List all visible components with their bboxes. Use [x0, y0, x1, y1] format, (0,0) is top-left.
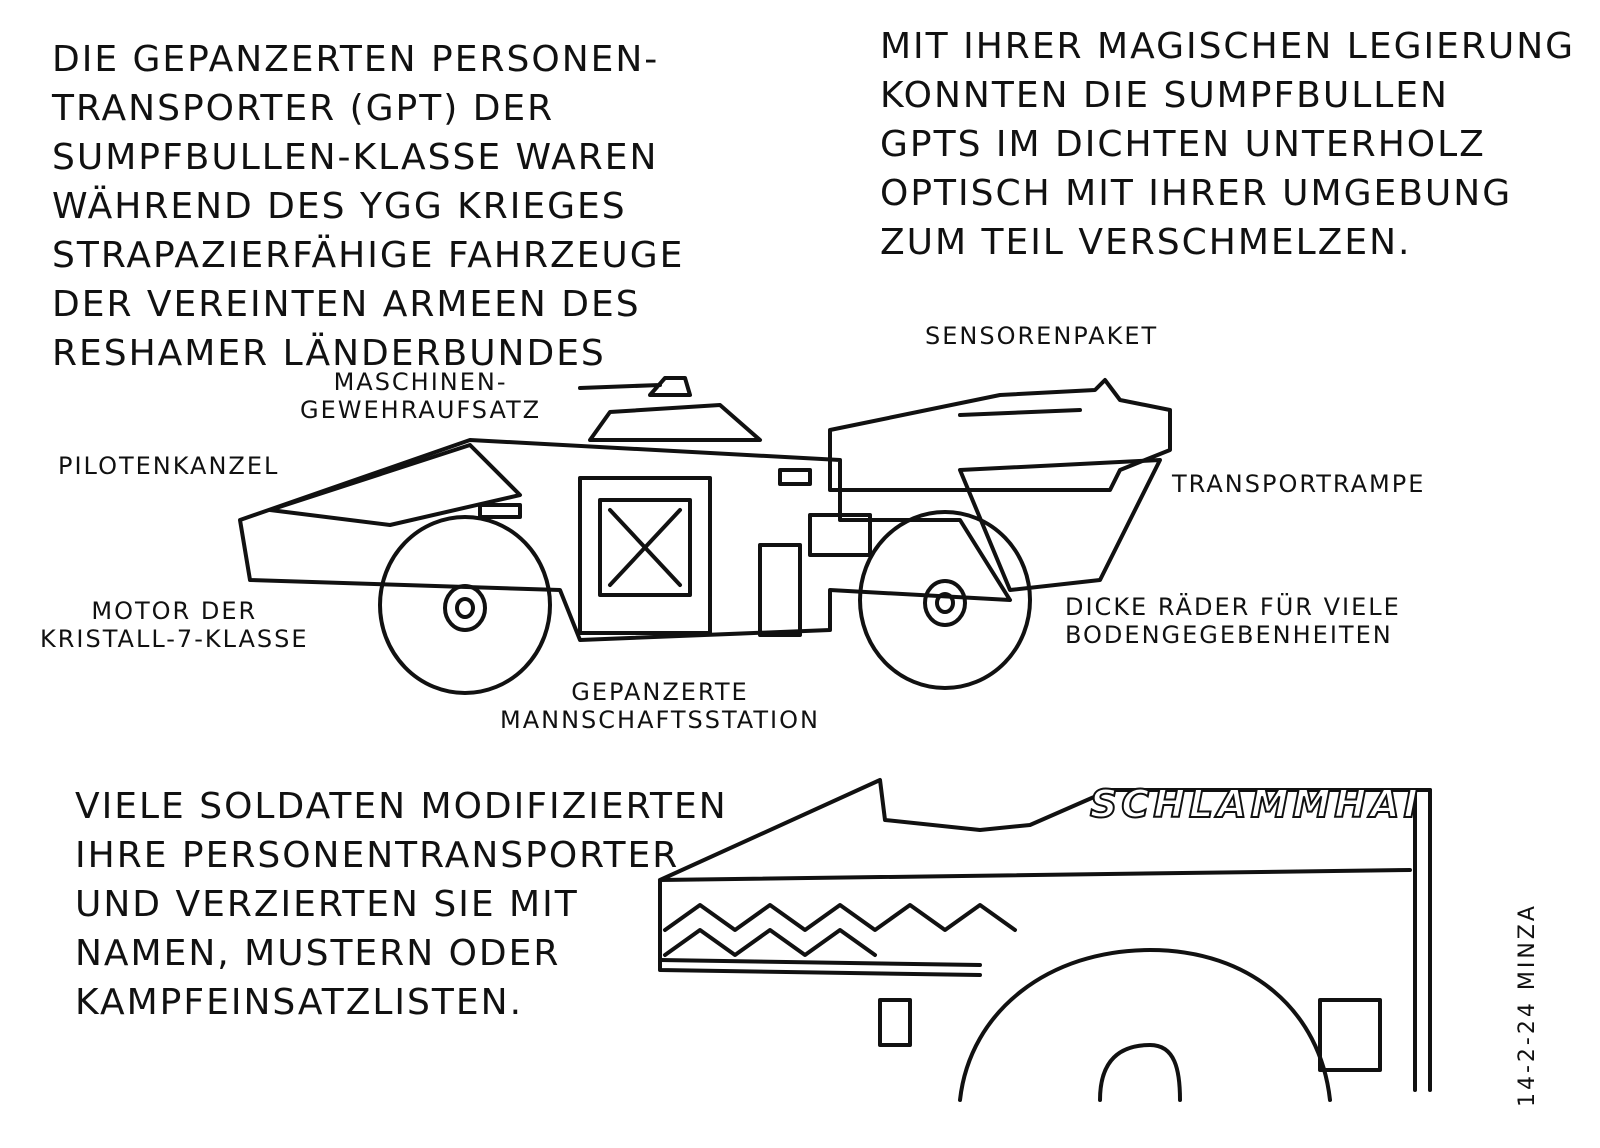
soldiers-text: Viele Soldaten modifizierten ihre Person… — [75, 786, 728, 1023]
front-wheel — [378, 515, 552, 695]
zigzag-pattern — [663, 903, 1017, 932]
detail-hull — [658, 778, 1417, 1092]
label-crew-station: Gepanzerte Mannschaftsstation — [500, 678, 820, 734]
cockpit-canopy — [268, 443, 522, 527]
magic-alloy-text: Mit ihrer magischen Legierung konnten di… — [880, 26, 1576, 263]
detail-wheel — [958, 948, 1332, 1102]
label-transport-ramp: Transportrampe — [1172, 470, 1426, 498]
crew-station-door — [578, 476, 712, 635]
label-wheels: Dicke Räder für viele Bodengegebenheiten — [1065, 593, 1401, 649]
label-cockpit: Pilotenkanzel — [58, 452, 280, 480]
label-machine-gun: Maschinen- Gewehraufsatz — [300, 368, 542, 424]
label-engine: Motor der Kristall-7-Klasse — [40, 597, 309, 653]
label-sensor-pack: Sensorenpaket — [925, 322, 1159, 350]
machine-gun — [578, 376, 692, 397]
signature: 14-2-24 Minza — [1515, 903, 1540, 1107]
rear-wheel — [858, 510, 1032, 690]
intro-text: Die gepanzerten Personen- Transporter (G… — [52, 39, 685, 374]
turret — [588, 403, 762, 442]
detail-hull-line — [658, 958, 982, 967]
sensor-pack — [828, 378, 1172, 492]
transport-ramp — [958, 458, 1162, 592]
vehicle-hull — [238, 438, 1012, 642]
vehicle-name: SCHLAMMHAI — [1089, 781, 1422, 827]
